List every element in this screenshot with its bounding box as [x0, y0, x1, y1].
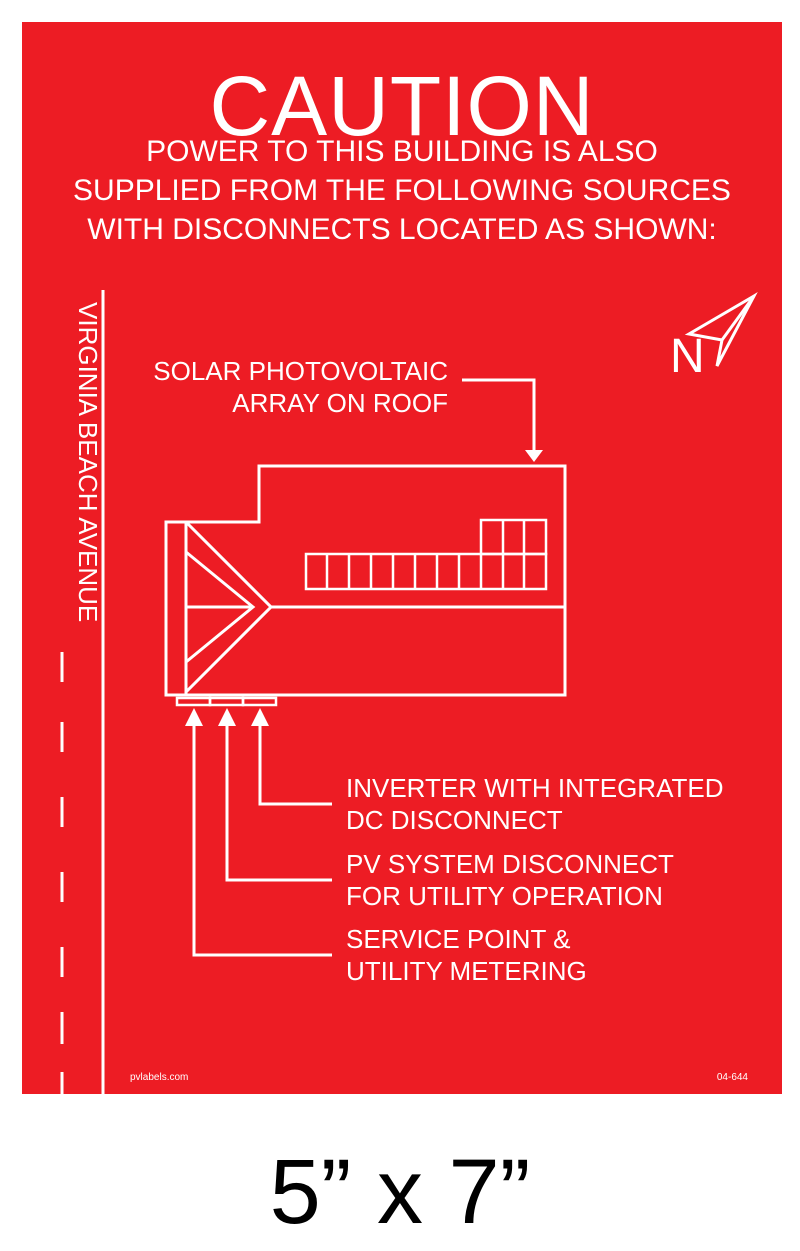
sign-subtitle: POWER TO THIS BUILDING IS ALSO SUPPLIED …: [22, 132, 782, 249]
callout-line: SERVICE POINT &: [346, 924, 571, 954]
subtitle-line: POWER TO THIS BUILDING IS ALSO: [146, 135, 658, 168]
solar-array-callout: SOLAR PHOTOVOLTAIC ARRAY ON ROOF: [132, 355, 448, 419]
subtitle-line: WITH DISCONNECTS LOCATED AS SHOWN:: [87, 213, 717, 246]
service-point-callout-line: [192, 722, 332, 957]
pv-disconnect-callout-line: [225, 722, 332, 882]
size-label: 5” x 7”: [269, 1141, 531, 1243]
street-name-label: VIRGINIA BEACH AVENUE: [73, 302, 103, 623]
arrow-icon: [185, 708, 203, 726]
sign-title: CAUTION: [209, 59, 595, 153]
footer-part-number: 04-644: [716, 1072, 748, 1083]
callout-line: FOR UTILITY OPERATION: [346, 881, 663, 911]
north-label: N: [670, 330, 705, 383]
building-outline: [164, 464, 567, 697]
arrow-icon: [525, 450, 543, 462]
caution-sign: CAUTION POWER TO THIS BUILDING IS ALSO S…: [22, 22, 782, 1094]
callout-line: ARRAY ON ROOF: [232, 388, 448, 418]
footer-website: pvlabels.com: [130, 1072, 189, 1083]
callout-line: UTILITY METERING: [346, 956, 587, 986]
arrow-icon: [218, 708, 236, 726]
site-diagram: [60, 290, 758, 1094]
callout-line: PV SYSTEM DISCONNECT: [346, 849, 674, 879]
solar-callout-line: [462, 378, 536, 452]
north-arrow-icon: [684, 292, 758, 367]
service-point-callout: SERVICE POINT & UTILITY METERING: [346, 923, 587, 987]
inverter-callout: INVERTER WITH INTEGRATED DC DISCONNECT: [346, 772, 724, 836]
pv-disconnect-callout: PV SYSTEM DISCONNECT FOR UTILITY OPERATI…: [346, 848, 674, 912]
callout-line: INVERTER WITH INTEGRATED: [346, 773, 724, 803]
solar-panels: [304, 518, 548, 591]
equipment-boxes: [175, 696, 278, 707]
callout-line: DC DISCONNECT: [346, 805, 563, 835]
arrow-icon: [251, 708, 269, 726]
subtitle-line: SUPPLIED FROM THE FOLLOWING SOURCES: [73, 174, 731, 207]
inverter-callout-line: [258, 722, 332, 806]
callout-line: SOLAR PHOTOVOLTAIC: [153, 356, 448, 386]
